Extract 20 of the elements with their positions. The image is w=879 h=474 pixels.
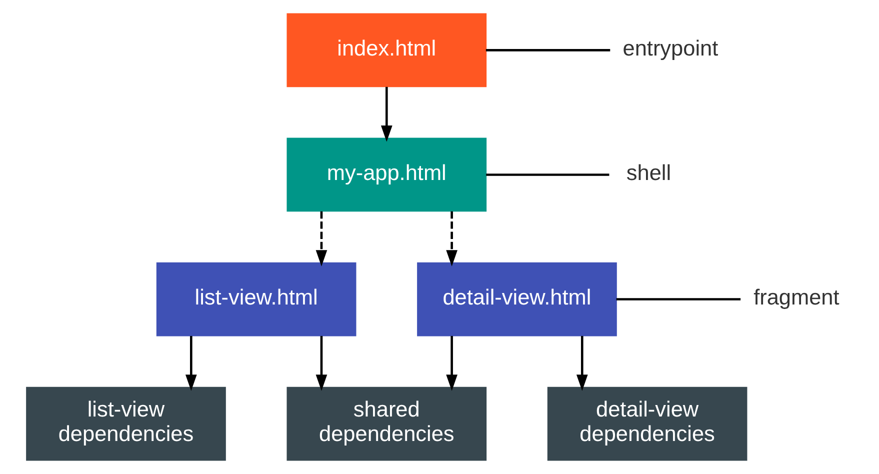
- node-box: list-view dependencies: [26, 386, 226, 461]
- node-box: list-view.html: [156, 262, 356, 336]
- node-box: index.html: [286, 13, 487, 88]
- node-box: detail-view.html: [417, 262, 617, 336]
- node-box: my-app.html: [286, 138, 487, 212]
- node-box: detail-view dependencies: [547, 386, 748, 461]
- arrow: [185, 336, 197, 391]
- connector: [486, 49, 610, 52]
- node-text: shell: [626, 160, 672, 185]
- node-box: shared dependencies: [286, 386, 487, 461]
- arrow: [316, 211, 328, 266]
- node-text: fragment: [754, 284, 840, 310]
- arrow: [576, 336, 588, 391]
- arrow: [446, 336, 458, 391]
- connector: [616, 298, 741, 300]
- arrow: [380, 86, 392, 142]
- connector: [486, 174, 610, 176]
- arrow: [316, 336, 328, 391]
- node-text: entrypoint: [622, 35, 718, 60]
- arrow: [446, 211, 458, 266]
